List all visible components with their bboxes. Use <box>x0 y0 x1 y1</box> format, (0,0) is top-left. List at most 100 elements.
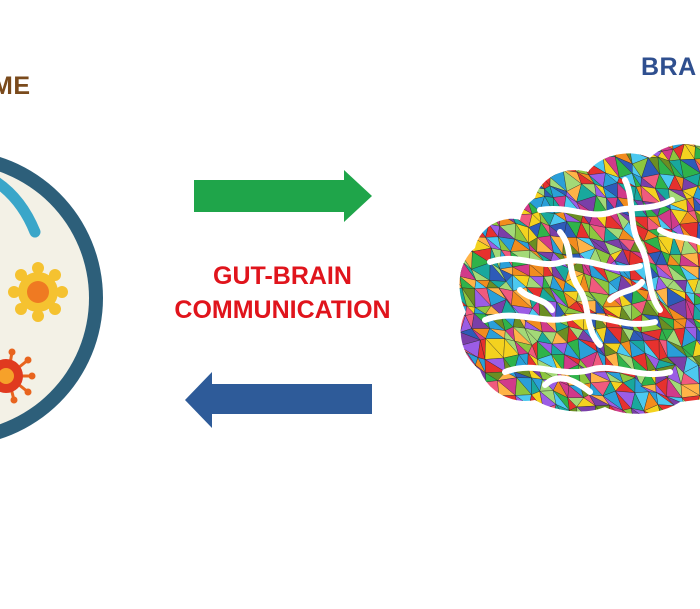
brain-mosaic-tile <box>471 409 487 414</box>
brain-mosaic-tile <box>459 196 481 215</box>
brain-mosaic-tile <box>683 403 697 414</box>
brain-mosaic-tile <box>649 419 662 434</box>
brain-mosaic-tile <box>672 405 687 414</box>
brain-mosaic-tile <box>459 235 465 255</box>
brain-mosaic-tile <box>576 405 596 414</box>
brain-mosaic-tile <box>629 144 649 153</box>
brain-mosaic-tile <box>459 144 464 152</box>
brain-label: BRA <box>641 53 697 81</box>
brain-mosaic-tile <box>565 147 582 165</box>
brain-mosaic-tile <box>608 419 623 436</box>
brain-mosaic-tile <box>523 147 545 160</box>
brain-mosaic-tile <box>459 352 468 373</box>
brain-mosaic-tile <box>501 405 519 414</box>
brain-mosaic-tile <box>460 240 473 255</box>
brain-mosaic-tile <box>602 144 622 146</box>
brain-mosaic-tile <box>671 133 685 144</box>
brain-mosaic-tile <box>543 404 557 414</box>
arrow-left-icon <box>185 372 372 428</box>
brain-mosaic-tile <box>459 419 478 435</box>
brain-mosaic-tile <box>693 318 700 330</box>
brain-mosaic-tile <box>461 170 476 191</box>
brain-mosaic-tile <box>484 176 504 188</box>
brain-mosaic-tile <box>697 252 700 267</box>
brain-mosaic-tile <box>485 405 507 414</box>
brain-mosaic-tile <box>518 405 530 414</box>
brain-mosaic-tile <box>459 305 466 318</box>
brain-mosaic-tile <box>459 305 467 316</box>
brain-mosaic-tile <box>491 392 503 406</box>
brain-mosaic-tile <box>549 157 570 171</box>
brain-mosaic-tile <box>622 144 632 151</box>
brain-mosaic-tile <box>488 214 501 227</box>
brain-mosaic-tile <box>498 395 519 411</box>
brain-mosaic-tile <box>696 221 700 243</box>
brain-mosaic-tile <box>459 407 467 414</box>
brain-mosaic-tile <box>459 189 465 198</box>
brain-mosaic-tile <box>512 144 530 148</box>
brain-mosaic-tile <box>510 200 533 215</box>
brain-mosaic-tile <box>694 157 700 177</box>
brain-mosaic-tile <box>475 172 494 188</box>
brain-mosaic-tile <box>466 419 478 435</box>
brain-mosaic-tile <box>694 278 700 295</box>
brain-mosaic-tile <box>492 185 504 197</box>
brain-mosaic-tile <box>515 160 531 176</box>
brain-mosaic-tile <box>459 410 481 414</box>
brain-mosaic-tile <box>602 145 616 158</box>
brain-mosaic-tile <box>555 144 568 149</box>
brain-mosaic-tile <box>459 407 467 414</box>
brain-mosaic-tile <box>673 422 686 436</box>
brain-mosaic-tile <box>566 147 582 165</box>
brain-mosaic-tile <box>576 406 595 414</box>
brain-mosaic-tile <box>513 177 529 190</box>
brain-mosaic-tile <box>459 332 461 347</box>
brain-mosaic-tile <box>459 159 476 174</box>
brain-mosaic-tile <box>452 334 459 347</box>
brain-mosaic-tile <box>484 144 500 150</box>
brain-mosaic-tile <box>485 392 503 407</box>
brain-mosaic-tile <box>491 145 502 165</box>
brain-mosaic-tile <box>567 421 580 430</box>
brain-mosaic-tile <box>459 159 463 171</box>
brain-mosaic-tile <box>485 380 500 397</box>
center-label-line-1: GUT-BRAIN <box>213 262 352 290</box>
brain-mosaic-tile <box>562 162 578 173</box>
brain-mosaic-tile <box>622 409 634 414</box>
brain-mosaic-tile <box>484 164 502 177</box>
brain-mosaic-tile <box>694 146 700 160</box>
brain-mosaic-tile <box>524 163 540 176</box>
brain-mosaic-tile <box>596 144 605 147</box>
brain-mosaic-tile <box>510 189 528 203</box>
brain-mosaic-tile <box>540 144 559 150</box>
brain-mosaic-tile <box>544 157 551 178</box>
brain-mosaic-tile <box>459 196 462 211</box>
brain-mosaic-tile <box>475 213 490 225</box>
brain-mosaic-tile <box>459 385 468 400</box>
brain-mosaic-tile <box>459 170 465 191</box>
brain-mosaic-tile <box>459 196 480 215</box>
brain-mosaic-tile <box>697 172 700 187</box>
brain-mosaic-tile <box>643 410 663 414</box>
brain-mosaic-tile <box>463 221 476 238</box>
brain-mosaic-tile <box>448 418 460 431</box>
brain-mosaic-tile <box>475 197 493 216</box>
brain-mosaic-tile <box>460 385 473 400</box>
brain-mosaic-tile <box>602 144 624 145</box>
brain-mosaic-tile <box>459 159 477 174</box>
brain-mosaic-tile <box>576 144 593 152</box>
brain-mosaic-tile <box>620 144 631 151</box>
brain-mosaic-tile <box>487 187 501 201</box>
brain-mosaic-tile <box>459 221 465 242</box>
brain-mosaic-tile <box>462 145 478 161</box>
brain-mosaic-tile <box>475 159 485 177</box>
brain-mosaic-tile <box>459 189 477 198</box>
brain-mosaic-tile <box>512 144 525 148</box>
brain-mosaic-tile <box>463 221 472 242</box>
brain-mosaic-tile <box>674 403 686 414</box>
brain-mosaic-tile <box>466 364 476 380</box>
brain-mosaic-tile <box>506 418 517 438</box>
brain-mosaic-tile <box>484 175 504 187</box>
brain-mosaic-tile <box>498 144 515 146</box>
